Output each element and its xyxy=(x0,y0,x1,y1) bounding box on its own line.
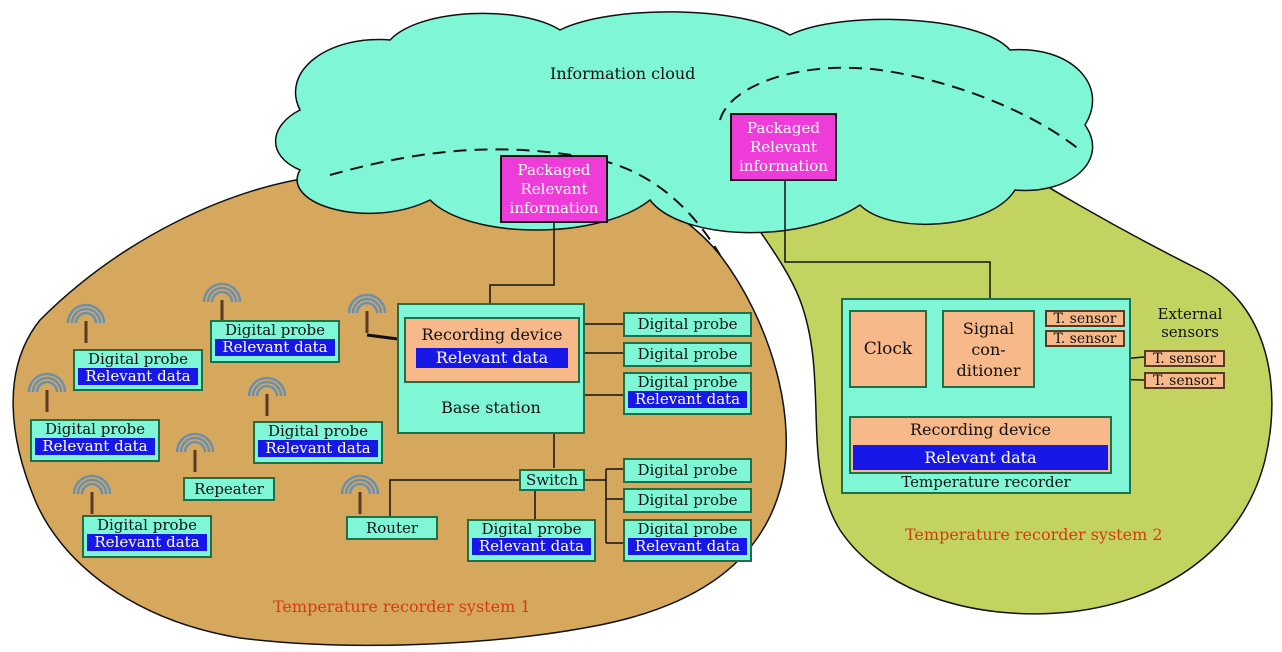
digital-probe-node: Digital probe Relevant data xyxy=(623,519,752,562)
probe-label: Digital probe xyxy=(224,321,326,339)
router: Router xyxy=(346,516,438,540)
digital-probe-node: Digital probe Relevant data xyxy=(623,372,752,415)
packaged-info-system1: Packaged Relevant information xyxy=(500,155,608,223)
digital-probe-node: Digital probe Relevant data xyxy=(210,320,340,363)
system2-boundary-dashed xyxy=(719,66,1081,151)
cloud-title: Information cloud xyxy=(550,64,696,83)
packaged-info-line: Packaged xyxy=(747,118,820,137)
signal-conditioner-line: Signal xyxy=(962,319,1015,338)
external-temperature-sensor: T. sensor xyxy=(1144,372,1225,389)
repeater: Repeater xyxy=(183,477,275,501)
system2-caption: Temperature recorder system 2 xyxy=(905,525,1163,544)
relevant-data: Relevant data xyxy=(853,445,1108,470)
recording-device: Recording device Relevant data xyxy=(849,416,1112,474)
base-station: Recording device Relevant data Base stat… xyxy=(397,303,585,434)
external-temperature-sensor: T. sensor xyxy=(1144,350,1225,367)
switch: Switch xyxy=(519,469,585,491)
digital-probe-node: Digital probe Relevant data xyxy=(73,349,203,391)
relevant-data: Relevant data xyxy=(87,534,207,551)
relevant-data: Relevant data xyxy=(215,339,335,356)
clock: Clock xyxy=(849,310,927,388)
digital-probe: Digital probe xyxy=(623,458,752,483)
packaged-info-line: Packaged xyxy=(517,160,591,179)
relevant-data: Relevant data xyxy=(35,438,155,455)
recording-device-label: Recording device xyxy=(909,420,1052,439)
packaged-info-line: information xyxy=(739,156,828,175)
digital-probe: Digital probe xyxy=(623,488,752,513)
probe-label: Digital probe xyxy=(87,350,189,368)
clock-label: Clock xyxy=(863,338,913,359)
recording-device-label: Recording device xyxy=(421,325,563,344)
probe-label: Digital probe xyxy=(481,520,582,538)
temperature-sensor: T. sensor xyxy=(1045,310,1125,327)
relevant-data: Relevant data xyxy=(258,440,378,457)
signal-conditioner-line: con- xyxy=(971,340,1006,359)
packaged-info-line: Relevant xyxy=(750,137,817,156)
temperature-recorder: Clock Signal con- ditioner T. sensor T. … xyxy=(841,298,1131,494)
relevant-data: Relevant data xyxy=(472,538,591,555)
digital-probe-node: Digital probe Relevant data xyxy=(467,519,596,562)
relevant-data: Relevant data xyxy=(628,538,747,555)
packaged-info-system2: Packaged Relevant information xyxy=(730,113,837,181)
external-sensors-line: sensors xyxy=(1161,323,1219,341)
probe-label: Digital probe xyxy=(637,373,738,391)
digital-probe-node: Digital probe Relevant data xyxy=(253,421,383,464)
external-sensors-line: External xyxy=(1157,305,1223,323)
signal-conditioner-line: ditioner xyxy=(956,361,1021,380)
cloud-shape xyxy=(274,11,1094,234)
probe-label: Digital probe xyxy=(637,520,738,538)
base-station-label: Base station xyxy=(441,398,541,417)
packaged-info-line: Relevant xyxy=(520,179,588,198)
relevant-data: Relevant data xyxy=(628,391,747,408)
digital-probe-node: Digital probe Relevant data xyxy=(30,419,160,462)
recording-device: Recording device Relevant data xyxy=(404,317,580,383)
digital-probe-node: Digital probe Relevant data xyxy=(82,515,212,558)
recorder-label: Temperature recorder xyxy=(901,473,1071,491)
probe-label: Digital probe xyxy=(44,420,146,438)
packaged-info-line: information xyxy=(509,198,599,217)
digital-probe: Digital probe xyxy=(623,312,752,337)
system1-caption: Temperature recorder system 1 xyxy=(273,597,531,616)
digital-probe: Digital probe xyxy=(623,342,752,367)
temperature-sensor: T. sensor xyxy=(1045,330,1125,347)
signal-conditioner: Signal con- ditioner xyxy=(942,310,1035,388)
relevant-data: Relevant data xyxy=(78,368,198,385)
relevant-data: Relevant data xyxy=(416,348,568,368)
external-sensors-label: External sensors xyxy=(1150,305,1230,341)
probe-label: Digital probe xyxy=(267,422,369,440)
probe-label: Digital probe xyxy=(96,516,198,534)
